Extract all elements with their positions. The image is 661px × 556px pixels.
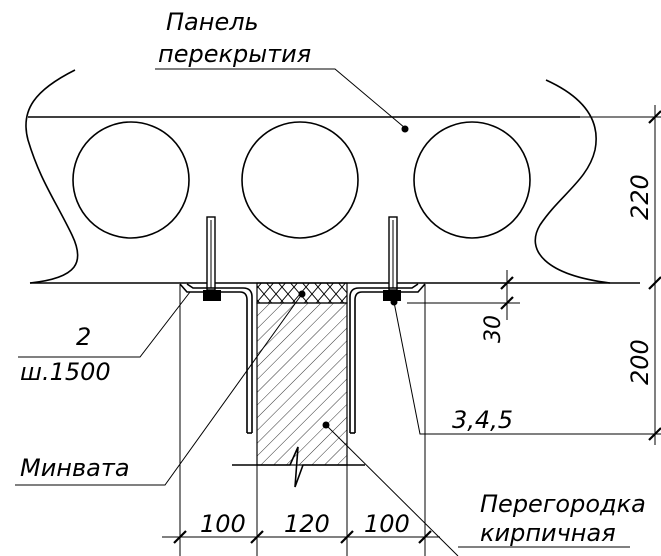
dim-height-panel: 220	[626, 174, 654, 220]
dim-width-right: 100	[364, 510, 410, 538]
right-dimensions: 220 200	[626, 105, 661, 445]
bracket-step: ш.1500	[20, 358, 111, 386]
partition-label: Перегородка кирпичная	[322, 421, 646, 556]
wool-label: Минвата	[15, 290, 306, 486]
dim-height-partition: 200	[626, 339, 654, 385]
hollow-core	[72, 121, 190, 239]
panel-label-line2: перекрытия	[158, 40, 311, 68]
fasteners-label: 3,4,5	[390, 298, 530, 435]
dim-width-left: 100	[200, 510, 246, 538]
hollow-core	[241, 121, 359, 239]
bottom-dimensions: 100 120 100	[162, 510, 440, 544]
panel-label-line1: Панель	[166, 8, 259, 36]
fasteners-label-text: 3,4,5	[452, 406, 513, 434]
dim-width-mid: 120	[284, 510, 330, 538]
partition-label-line1: Перегородка	[480, 490, 646, 518]
steel-brackets	[179, 283, 426, 434]
dim-gap: 30	[481, 315, 506, 343]
hollow-core	[413, 121, 531, 239]
gap-dimension: 30	[407, 270, 520, 343]
wool-label-text: Минвата	[20, 454, 130, 482]
floor-panel	[25, 69, 640, 284]
anchor-bolts	[203, 216, 401, 301]
partition-label-line2: кирпичная	[480, 519, 616, 547]
bracket-label: 2 ш.1500	[18, 291, 191, 386]
bracket-number: 2	[76, 323, 91, 351]
panel-label: Панель перекрытия	[155, 8, 409, 133]
